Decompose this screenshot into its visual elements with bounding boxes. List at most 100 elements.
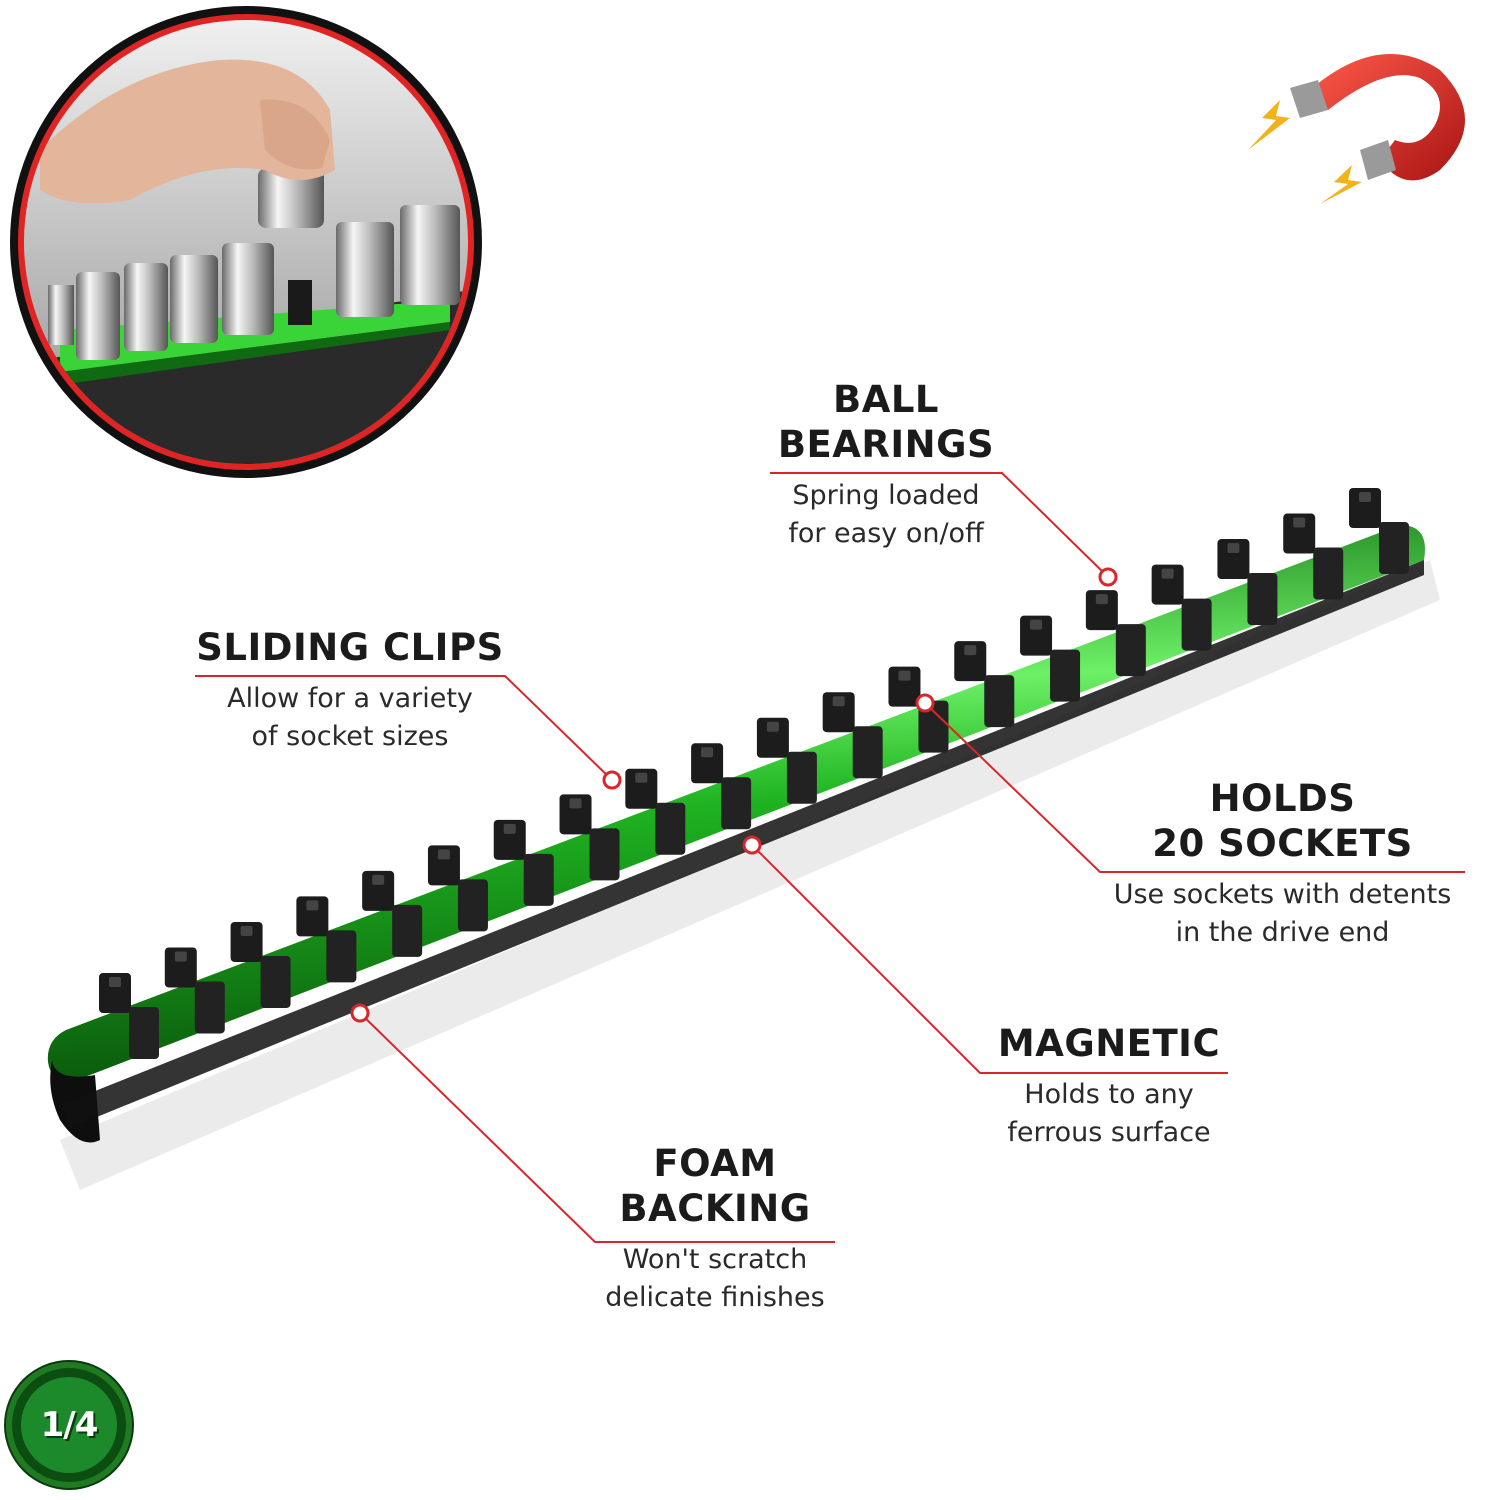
clip-body [457, 879, 488, 932]
clip-post [99, 973, 131, 1013]
rail-clip [99, 973, 159, 1059]
clip-post [164, 947, 197, 988]
rail-shadow [60, 560, 1440, 1190]
callout-magnetic: MAGNETIC Holds to any ferrous surface [990, 1021, 1228, 1152]
rail-clips [99, 488, 1409, 1059]
clip-detent [964, 645, 977, 656]
clip-body [260, 955, 291, 1008]
clip-post [954, 641, 987, 682]
rail-clip [230, 921, 291, 1008]
rail-clip [164, 947, 225, 1034]
rail-clip [296, 896, 357, 983]
clip-post [296, 896, 329, 937]
dot-ball-bearings [1098, 567, 1118, 587]
clip-post [625, 768, 658, 809]
magnet-icon [1248, 54, 1465, 204]
title-line: BEARINGS [777, 423, 995, 466]
desc-line: ferrous surface [1007, 1117, 1211, 1148]
dot-holds-sockets [915, 693, 935, 713]
leader-holds-sockets [924, 702, 1465, 873]
clip-detent [898, 670, 911, 681]
callout-title: HOLDS 20 SOCKETS [1100, 776, 1465, 866]
clip-body [918, 700, 949, 753]
rail-clip [822, 692, 883, 779]
desc-line: of socket sizes [251, 721, 449, 752]
rail-clip [625, 768, 686, 855]
clip-post [1085, 590, 1118, 631]
clip-detent [569, 798, 582, 809]
leader-sliding-clips [195, 675, 613, 781]
socket-inset-photo [10, 6, 482, 478]
desc-line: Allow for a variety [227, 683, 473, 714]
callout-sliding-clips: SLIDING CLIPS Allow for a variety of soc… [195, 625, 505, 756]
clip-post [559, 794, 592, 835]
clip-body [1313, 547, 1344, 600]
clip-detent [1293, 517, 1306, 528]
clip-post [427, 845, 460, 886]
clip-post [1283, 513, 1316, 554]
clip-body [1379, 522, 1409, 574]
clip-post [1349, 488, 1381, 528]
callout-description: Use sockets with detents in the drive en… [1100, 876, 1465, 952]
rail-clip [427, 845, 488, 932]
title-line: 20 SOCKETS [1152, 822, 1413, 865]
clip-body [523, 853, 554, 906]
rail-clip [362, 870, 423, 957]
rail-clip [493, 819, 554, 906]
clip-body [1050, 649, 1081, 702]
leader-dots [350, 567, 1118, 1023]
clip-detent [1095, 594, 1108, 605]
leader-foam-backing [359, 1012, 835, 1243]
rail-clip [888, 666, 949, 753]
clip-body [655, 802, 686, 855]
leader-magnetic [751, 844, 1228, 1074]
callout-title: SLIDING CLIPS [195, 625, 505, 670]
clip-post [691, 743, 724, 784]
clip-body [326, 930, 357, 983]
callout-description: Allow for a variety of socket sizes [195, 680, 505, 756]
leader-lines [195, 472, 1465, 1243]
callout-title: MAGNETIC [990, 1021, 1228, 1066]
callout-foam-backing: FOAM BACKING Won't scratch delicate fini… [595, 1141, 835, 1317]
clip-post [756, 717, 789, 758]
clip-post [888, 666, 921, 707]
clip-post [493, 819, 526, 860]
rail-clip [756, 717, 817, 804]
clip-detent [635, 772, 648, 783]
clip-detent [109, 977, 121, 987]
clip-body [392, 904, 423, 957]
leader-ball-bearings [770, 472, 1109, 578]
rail-clip [1151, 564, 1212, 651]
clip-detent [701, 747, 714, 758]
clip-post [1020, 615, 1053, 656]
desc-line: Spring loaded [792, 480, 980, 511]
callout-description: Holds to any ferrous surface [990, 1076, 1228, 1152]
callout-title: BALL BEARINGS [770, 377, 1002, 467]
clip-body [1247, 573, 1278, 626]
title-line: BACKING [619, 1187, 811, 1230]
desc-line: Use sockets with detents [1113, 879, 1452, 910]
dot-magnetic [742, 835, 762, 855]
rail-clip [1283, 513, 1344, 600]
badge-inner: 1/4 [21, 1377, 117, 1473]
rail-clip [1349, 488, 1409, 574]
clip-body [852, 726, 883, 779]
clip-detent [766, 721, 779, 732]
clip-body [721, 777, 752, 830]
dot-sliding-clips [602, 770, 622, 790]
rail-clip [691, 743, 752, 830]
desc-line: delicate finishes [605, 1282, 825, 1313]
rail-base [60, 560, 1424, 1128]
dot-foam-backing [350, 1003, 370, 1023]
clip-detent [306, 900, 319, 911]
rail-clip [954, 641, 1015, 728]
rail-clip [1217, 539, 1278, 626]
clip-body [129, 1007, 159, 1059]
title-line: FOAM [653, 1142, 777, 1185]
desc-line: Holds to any [1024, 1079, 1194, 1110]
clip-post [822, 692, 855, 733]
clip-body [984, 675, 1015, 728]
clip-detent [1359, 492, 1371, 502]
clip-post [230, 921, 263, 962]
callout-holds-sockets: HOLDS 20 SOCKETS Use sockets with detent… [1100, 776, 1465, 952]
